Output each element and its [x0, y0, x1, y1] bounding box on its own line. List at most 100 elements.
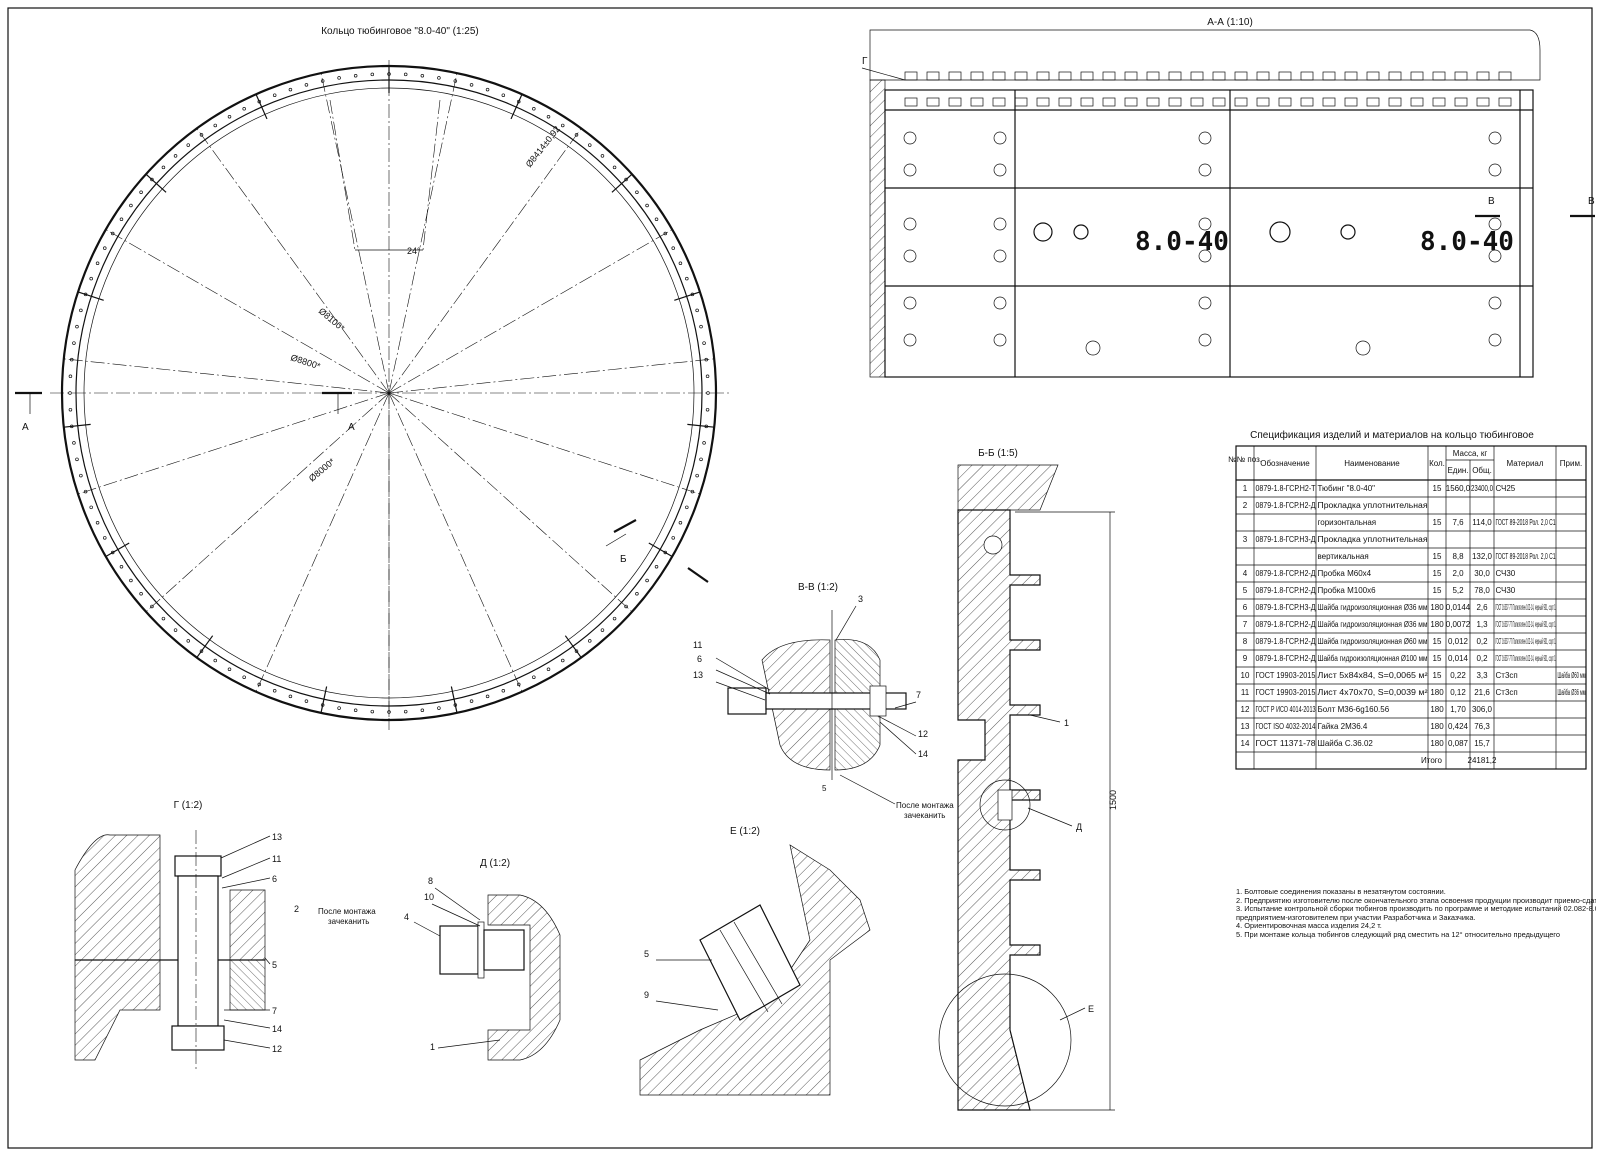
bolt-hole	[68, 374, 73, 379]
spec-cell: 14	[1241, 739, 1250, 748]
bolt-hole	[671, 536, 675, 540]
aa-bottom-nut	[1300, 97, 1314, 107]
spec-cell: 15	[1433, 518, 1442, 527]
bolt-hole	[320, 79, 325, 83]
bolt-hole	[469, 83, 474, 87]
vv-nut	[869, 685, 887, 717]
aa-bolt-head	[993, 131, 1007, 145]
bolt-hole	[588, 143, 592, 147]
spec-cell: 0,424	[1448, 722, 1469, 731]
spec-h-unit: Един.	[1447, 466, 1468, 475]
spec-cell: ГОСТ 89-2018 Рол. 2,0 С1	[1496, 552, 1556, 561]
segment-joint	[63, 423, 91, 428]
segment-joint	[145, 173, 167, 193]
bolt-hole	[645, 578, 649, 583]
aa-top-nut	[948, 71, 962, 81]
spec-h-designation: Обозначение	[1260, 459, 1310, 468]
spec-cell: 9	[1243, 654, 1248, 663]
g-left-top	[74, 834, 161, 961]
bolt-hole	[704, 424, 709, 429]
aa-bolt-head	[1198, 296, 1212, 310]
bolt-hole	[685, 276, 689, 281]
aa-bottom-nut	[1102, 97, 1116, 107]
spec-h-pos: №№ поз.	[1228, 455, 1262, 464]
spec-cell: 0,012	[1448, 637, 1469, 646]
section-vv-view: В-В (1:2) 3 11 6 13 7 12 14 5 После монт…	[693, 582, 954, 820]
spec-cell: 15,7	[1474, 739, 1490, 748]
note-2: 2. Предприятию изготовителю после оконча…	[1236, 896, 1596, 905]
aa-top-nut	[1322, 71, 1336, 81]
bolt-hole	[702, 441, 706, 445]
aa-bottom-nut	[1388, 97, 1402, 107]
bolt-hole	[83, 489, 88, 494]
section-aa-title: А-А (1:10)	[1207, 17, 1253, 28]
vv-callout-6: 6	[697, 654, 702, 664]
aa-bottom-nut	[1454, 97, 1468, 107]
aa-bottom-nut	[970, 97, 984, 107]
bolt-hole	[150, 604, 154, 609]
spec-h-material: Материал	[1506, 459, 1543, 468]
e-callout-5: 5	[644, 949, 649, 959]
bolt-hole	[79, 308, 83, 313]
bolt-hole	[699, 457, 703, 462]
aa-top-nut	[1234, 71, 1248, 81]
spec-h-qty: Кол.	[1429, 459, 1445, 468]
spec-cell: 5,2	[1452, 586, 1464, 595]
d-housing	[487, 894, 561, 1061]
e-thread-2	[733, 921, 783, 1005]
bb-detail-e-circle	[938, 973, 1072, 1107]
g-note-2: зачеканить	[328, 917, 369, 926]
aa-top-nut	[1014, 71, 1028, 81]
g-right-top	[229, 889, 266, 961]
aa-top-nut	[1498, 71, 1512, 81]
aa-bottom-nut	[1322, 97, 1336, 107]
bolt-hole	[242, 675, 246, 679]
bolt-hole	[242, 107, 246, 111]
spec-cell: 2,0	[1452, 569, 1464, 578]
bolt-hole	[272, 689, 277, 693]
spec-cell: 0879-1.8-ГСР.Н2-Т	[1256, 484, 1316, 493]
spec-cell: ГОСТ 19903-2015	[1256, 671, 1317, 680]
segment-joint	[105, 542, 130, 558]
spec-cell: 0,087	[1448, 739, 1469, 748]
d-leader-10	[431, 903, 481, 927]
bolt-hole	[89, 505, 93, 510]
spec-cell: 0879-1.8-ГСР.Н2-Д	[1256, 586, 1317, 595]
bolt-hole	[257, 682, 262, 687]
spec-cell: 23400,0	[1471, 484, 1493, 493]
spec-cell: 15	[1433, 569, 1442, 578]
spec-cell: 3,3	[1476, 671, 1488, 680]
bolt-hole	[213, 658, 218, 663]
bolt-hole	[272, 93, 277, 97]
spec-cell: 0,12	[1450, 688, 1466, 697]
bolt-hole	[690, 292, 695, 297]
spec-cell: Прокладка уплотнительная	[1318, 501, 1428, 510]
bolt-hole	[612, 616, 617, 621]
bb-leader-e	[1059, 1007, 1086, 1021]
spec-cell: 8	[1243, 637, 1248, 646]
bolt-hole	[75, 457, 79, 462]
aa-bottom-nut	[1432, 97, 1446, 107]
segment-joint	[77, 291, 104, 301]
aa-bolt-head	[1488, 131, 1502, 145]
spec-cell: 21,6	[1474, 688, 1490, 697]
bolt-hole	[624, 177, 628, 182]
note-5: 5. При монтаже кольца тюбингов следующий…	[1236, 930, 1560, 939]
bolt-hole	[79, 473, 83, 478]
e-plug	[699, 904, 801, 1021]
spec-cell: Лист 4х70х70, S=0,0039 м²	[1318, 688, 1428, 697]
bolt-hole	[403, 72, 408, 77]
spec-cell: 15	[1433, 552, 1442, 561]
bolt-hole	[453, 703, 458, 707]
aa-bottom-nut	[1168, 97, 1182, 107]
bolt-hole	[129, 578, 133, 583]
aa-bottom-nut	[1256, 97, 1270, 107]
aa-bolt-head	[903, 296, 917, 310]
bolt-hole	[119, 217, 124, 222]
spec-cell: СЧ30	[1496, 569, 1516, 578]
segment-axis	[388, 392, 524, 695]
d-callout-4: 4	[404, 912, 409, 922]
aa-bolt-head	[1198, 249, 1212, 263]
bolt-hole	[95, 261, 100, 266]
